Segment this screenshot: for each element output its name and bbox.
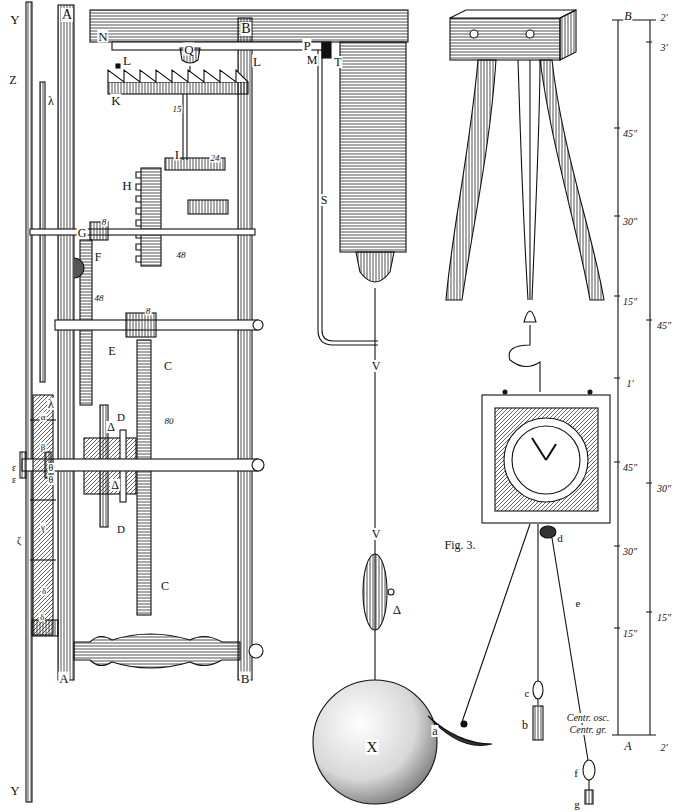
scale-mark: Centr. gr.	[569, 725, 608, 735]
callout-letter: e	[575, 598, 582, 609]
callout-letter: ε	[11, 475, 17, 485]
callout-letter: Z	[8, 74, 17, 86]
callout-letter: A	[61, 8, 73, 22]
callout-letter: M	[306, 54, 319, 66]
callout-letter: θ	[48, 475, 55, 485]
callout-letter: K	[110, 94, 121, 107]
scale-mark: 45″	[622, 129, 638, 139]
scale-mark: 45″	[622, 463, 638, 473]
callout-letter: B	[240, 22, 251, 36]
tooth-count: 24	[210, 154, 221, 163]
callout-letter: Δ	[106, 421, 116, 433]
callout-letter: S	[320, 194, 329, 206]
callout-letter: c	[524, 688, 531, 699]
callout-letter: L	[252, 55, 262, 68]
callout-letter: Y	[9, 784, 20, 797]
callout-letter: H	[121, 179, 132, 192]
callout-letter: b	[521, 719, 529, 731]
callout-letter: δ	[39, 613, 45, 622]
callout-letter: C	[160, 580, 170, 592]
callout-letter: Δ	[392, 603, 402, 616]
callout-letter: θ	[48, 463, 55, 473]
callout-letter: α	[40, 413, 47, 422]
callout-letter: β	[40, 443, 47, 452]
scale-mark: 15″	[622, 297, 638, 307]
callout-letter: Q	[183, 43, 194, 56]
scale-mark: 2′	[659, 743, 668, 753]
callout-letter: λ	[47, 95, 55, 107]
callout-letter: Fig. 3.	[443, 539, 476, 551]
callout-letter: ζ	[16, 536, 22, 546]
callout-letter: C	[163, 360, 173, 372]
scale-mark: 2′	[659, 13, 668, 23]
callout-letter: T	[333, 56, 342, 68]
tooth-count: 15	[172, 105, 183, 114]
callout-letter: E	[107, 345, 116, 357]
callout-letter: L	[122, 54, 132, 67]
callout-letter: X	[366, 740, 379, 755]
tooth-count: 80	[164, 417, 175, 426]
callout-letter: D	[116, 524, 126, 535]
callout-letter: g	[573, 799, 581, 810]
callout-letter: N	[97, 30, 108, 43]
callout-letter: G	[77, 227, 88, 239]
tooth-count: 48	[94, 294, 105, 303]
tooth-count: 8	[145, 307, 152, 316]
callout-letter: λ	[47, 398, 55, 410]
callout-letter: A	[58, 672, 69, 685]
scale-mark: 3′	[659, 43, 668, 53]
callout-letter: γ	[40, 523, 46, 532]
callout-letter: F	[94, 251, 103, 263]
callout-letter: d	[556, 533, 564, 544]
callout-letter: V	[371, 528, 382, 540]
scale-mark: 30″	[622, 217, 638, 227]
tooth-count: 48	[176, 251, 187, 260]
callout-letter: Y	[9, 13, 20, 26]
scale-mark: A	[623, 740, 632, 752]
scale-mark: 15″	[656, 613, 672, 623]
scale-mark: 1′	[625, 379, 634, 389]
scale-mark: B	[623, 10, 632, 22]
callout-letter: a	[431, 725, 438, 737]
scale-mark: Centr. osc.	[566, 713, 611, 723]
callout-letter: I	[174, 148, 180, 161]
scale-mark: 30″	[622, 547, 638, 557]
callout-letter: Δ	[110, 479, 120, 491]
callout-letter: D	[116, 412, 126, 423]
callout-letter: B	[240, 672, 251, 685]
tooth-count: 8	[101, 218, 108, 227]
callout-letter: P	[302, 39, 311, 52]
callout-letter: ε	[11, 463, 17, 473]
scale-mark: 45″	[656, 321, 672, 331]
callout-letter: δ	[41, 587, 47, 596]
scale-mark: 15″	[622, 629, 638, 639]
callout-letter: V	[371, 360, 382, 372]
callout-letter: f	[573, 768, 579, 779]
scale-mark: 30″	[656, 484, 672, 494]
